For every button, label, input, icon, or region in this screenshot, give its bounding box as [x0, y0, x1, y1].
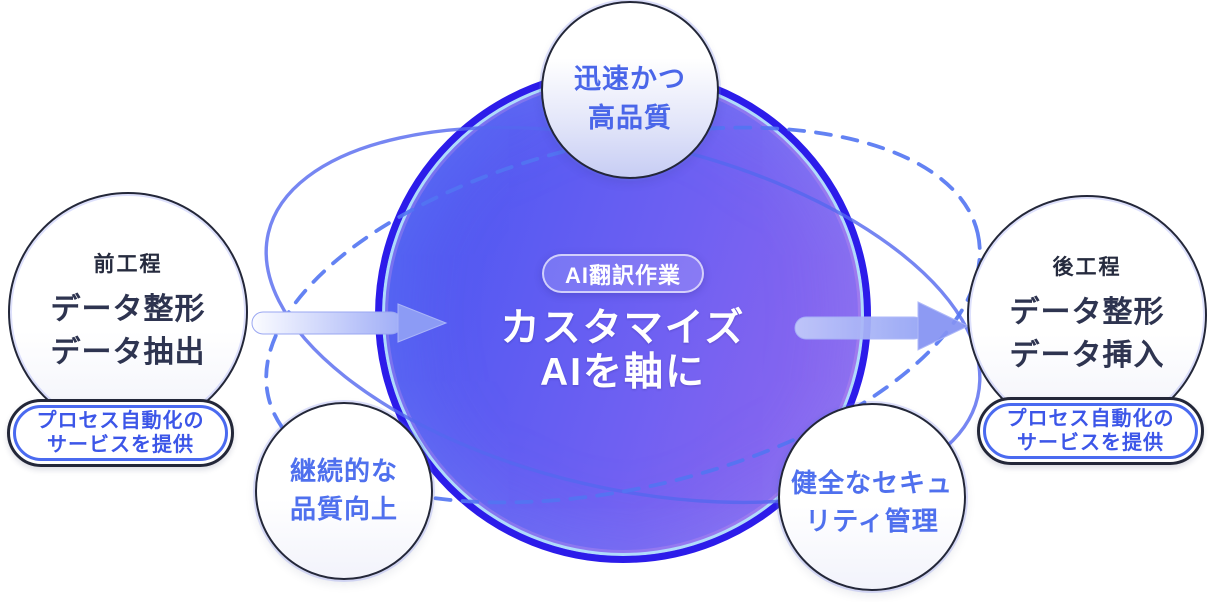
bubble-speed-quality: 迅速かつ 高品質 — [541, 1, 719, 179]
bubble-continuous-improvement: 継続的な 品質向上 — [255, 402, 433, 580]
node-post-process-main: データ整形 データ挿入 — [1010, 292, 1165, 377]
node-pre-process-main: データ整形 データ抽出 — [51, 289, 206, 374]
node-pre-process-line2: データ抽出 — [50, 335, 206, 369]
bubble-security-management-line2: リティ管理 — [805, 506, 939, 536]
central-title: カスタマイズ AIを軸に — [501, 307, 746, 395]
ai-work-badge-label: AI翻訳作業 — [564, 262, 681, 288]
node-pre-process-label: 前工程 — [93, 253, 163, 276]
node-post-process-line1: データ整形 — [1009, 296, 1165, 330]
central-title-line2: AIを軸に — [539, 351, 706, 395]
pill-post-process-service: プロセス自動化の サービスを提供 — [977, 397, 1204, 465]
pill-post-process-line1: プロセス自動化の — [1006, 408, 1175, 430]
node-pre-process: 前工程 データ整形 データ抽出 — [8, 192, 248, 432]
bubble-continuous-improvement-text: 継続的な 品質向上 — [290, 453, 398, 528]
node-pre-process-line1: データ整形 — [50, 293, 206, 327]
node-post-process-label: 後工程 — [1052, 256, 1122, 279]
central-title-line1: カスタマイズ — [500, 307, 746, 350]
bubble-continuous-improvement-line1: 継続的な — [289, 456, 398, 487]
pill-post-process-service-inner: プロセス自動化の サービスを提供 — [983, 403, 1198, 459]
bubble-speed-quality-text: 迅速かつ 高品質 — [574, 60, 686, 138]
bubble-security-management: 健全なセキュ リティ管理 — [778, 403, 966, 591]
pill-pre-process-service: プロセス自動化の サービスを提供 — [7, 399, 234, 467]
pill-post-process-line2: サービスを提供 — [1017, 432, 1164, 454]
bubble-speed-quality-line1: 迅速かつ — [574, 63, 686, 94]
node-post-process: 後工程 データ整形 データ挿入 — [967, 195, 1207, 435]
bubble-security-management-line1: 健全なセキュ — [790, 468, 953, 499]
bubble-security-management-text: 健全なセキュ リティ管理 — [791, 465, 953, 540]
node-post-process-line2: データ挿入 — [1009, 338, 1165, 372]
pill-pre-process-line2: サービスを提供 — [47, 434, 194, 456]
pill-pre-process-service-inner: プロセス自動化の サービスを提供 — [13, 405, 228, 461]
ai-work-badge: AI翻訳作業 — [542, 254, 704, 293]
pill-pre-process-line1: プロセス自動化の — [36, 410, 205, 432]
bubble-speed-quality-line2: 高品質 — [588, 103, 672, 133]
bubble-continuous-improvement-line2: 品質向上 — [289, 494, 398, 524]
